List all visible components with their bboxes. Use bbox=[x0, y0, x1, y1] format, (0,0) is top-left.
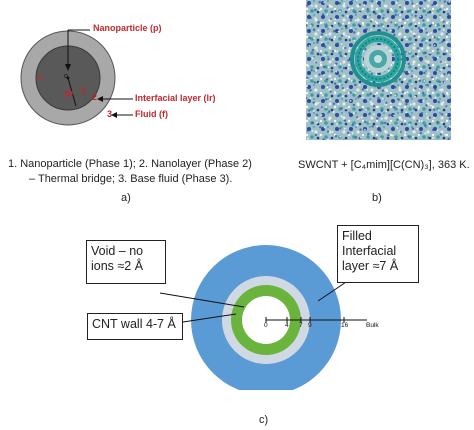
nanotube-wall-inner bbox=[357, 38, 399, 80]
filled-layer-annotation-box: Filled Interfacial layer ≈7 Å bbox=[337, 225, 419, 283]
label-phase-2: 2 bbox=[92, 92, 98, 102]
void-annotation-line-1: Void – no bbox=[91, 244, 144, 258]
filled-layer-annotation-line-2: Interfacial bbox=[342, 244, 397, 258]
pointer-nanoparticle-head bbox=[65, 64, 71, 71]
label-interfacial-layer: Interfacial layer (lr) bbox=[135, 93, 216, 103]
label-t: t bbox=[38, 72, 41, 82]
tick-label-4: 4 bbox=[285, 322, 289, 329]
radius-line bbox=[67, 77, 77, 107]
nanotube-outer-ring bbox=[350, 31, 406, 87]
filled-layer-annotation-line-3: layer ≈7 Å bbox=[342, 259, 399, 273]
panel-a-diagram bbox=[20, 29, 133, 126]
label-fluid: Fluid (f) bbox=[135, 109, 168, 119]
cnt-wall-leader bbox=[182, 313, 237, 323]
caption-a-line-2: – Thermal bridge; 3. Base fluid (Phase 3… bbox=[29, 173, 233, 185]
panel-b-letter: b) bbox=[372, 192, 382, 204]
tick-label-7: 7 bbox=[299, 322, 303, 329]
tick-label-16: 16 bbox=[341, 322, 349, 329]
label-o: o bbox=[64, 73, 68, 80]
tick-label-9: 9 bbox=[308, 322, 312, 329]
center-point bbox=[66, 76, 70, 80]
panel-c-letter: c) bbox=[259, 414, 269, 426]
panel-a-letter: a) bbox=[121, 192, 131, 204]
tick-label-bulk: Bulk bbox=[366, 322, 379, 329]
filled-layer-annotation-line-1: Filled bbox=[342, 229, 372, 243]
void-annotation-box: Void – no ions ≈2 Å bbox=[86, 240, 166, 284]
caption-a-line-1: 1. Nanoparticle (Phase 1); 2. Nanolayer … bbox=[8, 158, 252, 170]
pointer-fluid-head bbox=[111, 112, 117, 118]
cnt-wall-annotation-text: CNT wall 4-7 Å bbox=[92, 317, 176, 331]
tick-label-0: 0 bbox=[264, 322, 268, 329]
void-annotation-line-2: ions ≈2 Å bbox=[91, 259, 144, 273]
panel-c-diagram bbox=[159, 245, 367, 390]
caption-b: SWCNT + [C₄mim][C(CN)₃], 363 K. bbox=[298, 159, 470, 171]
label-phase-1: 1 bbox=[81, 86, 87, 96]
label-nanoparticle: Nanoparticle (p) bbox=[93, 23, 162, 33]
panel-b-simulation-image bbox=[306, 0, 451, 140]
pointer-interfacial-head bbox=[97, 96, 103, 102]
void-leader bbox=[159, 292, 245, 308]
label-phase-3: 3 bbox=[107, 109, 113, 119]
label-rp: rp bbox=[64, 88, 73, 98]
cnt-wall-annotation-box: CNT wall 4-7 Å bbox=[87, 313, 183, 340]
